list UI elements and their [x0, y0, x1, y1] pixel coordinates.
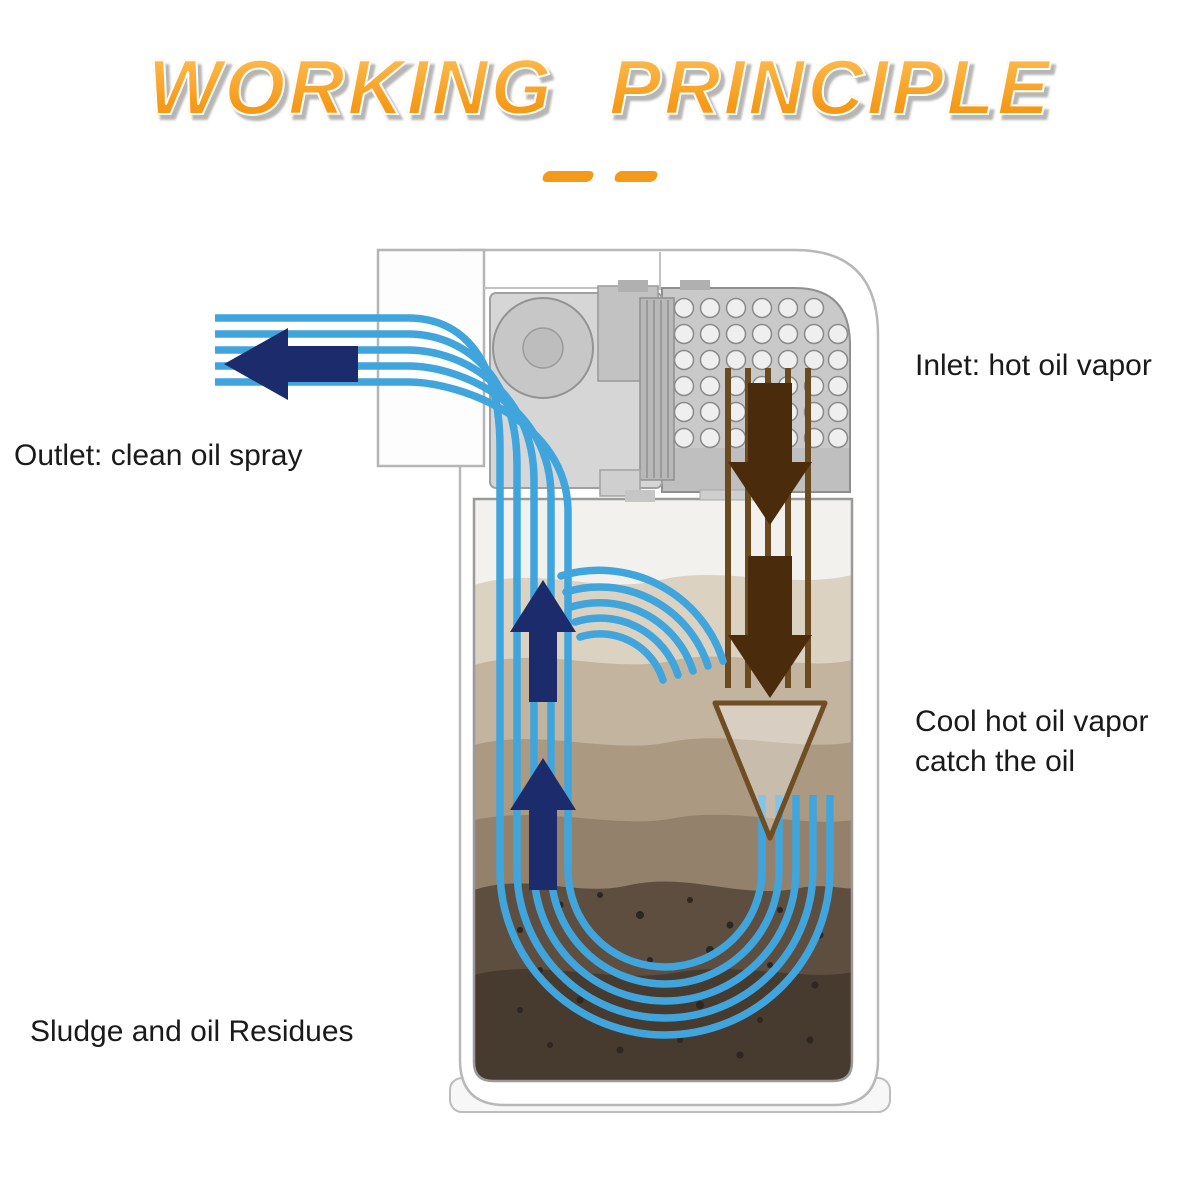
inlet-perforated-plate [661, 287, 851, 493]
filter-column [639, 297, 675, 481]
hot-vapor-hollow-arrow [712, 700, 828, 841]
oil-up-arrow-1 [510, 580, 576, 702]
outlet-label: Outlet: clean oil spray [14, 439, 303, 472]
cool-label-line1: Cool hot oil vapor [915, 705, 1149, 738]
hot-vapor-down-arrow-2 [728, 556, 812, 698]
hot-vapor-down-arrow-1 [728, 383, 812, 525]
cool-label: Cool hot oil vapor catch the oil [915, 702, 1148, 782]
page-title-row: WORKING PRINCIPLE [0, 42, 1200, 133]
cool-label-line2: catch the oil [915, 745, 1076, 778]
sludge-label: Sludge and oil Residues [30, 1015, 354, 1048]
page-title: WORKING PRINCIPLE [147, 42, 1053, 132]
clean-oil-flow-lines [215, 314, 834, 1039]
outlet-left-arrow [224, 328, 358, 400]
oil-spray-arcs [557, 566, 727, 684]
oil-up-arrow-2 [510, 758, 576, 890]
outlet-housing [376, 248, 486, 468]
inlet-label: Inlet: hot oil vapor [915, 349, 1152, 382]
